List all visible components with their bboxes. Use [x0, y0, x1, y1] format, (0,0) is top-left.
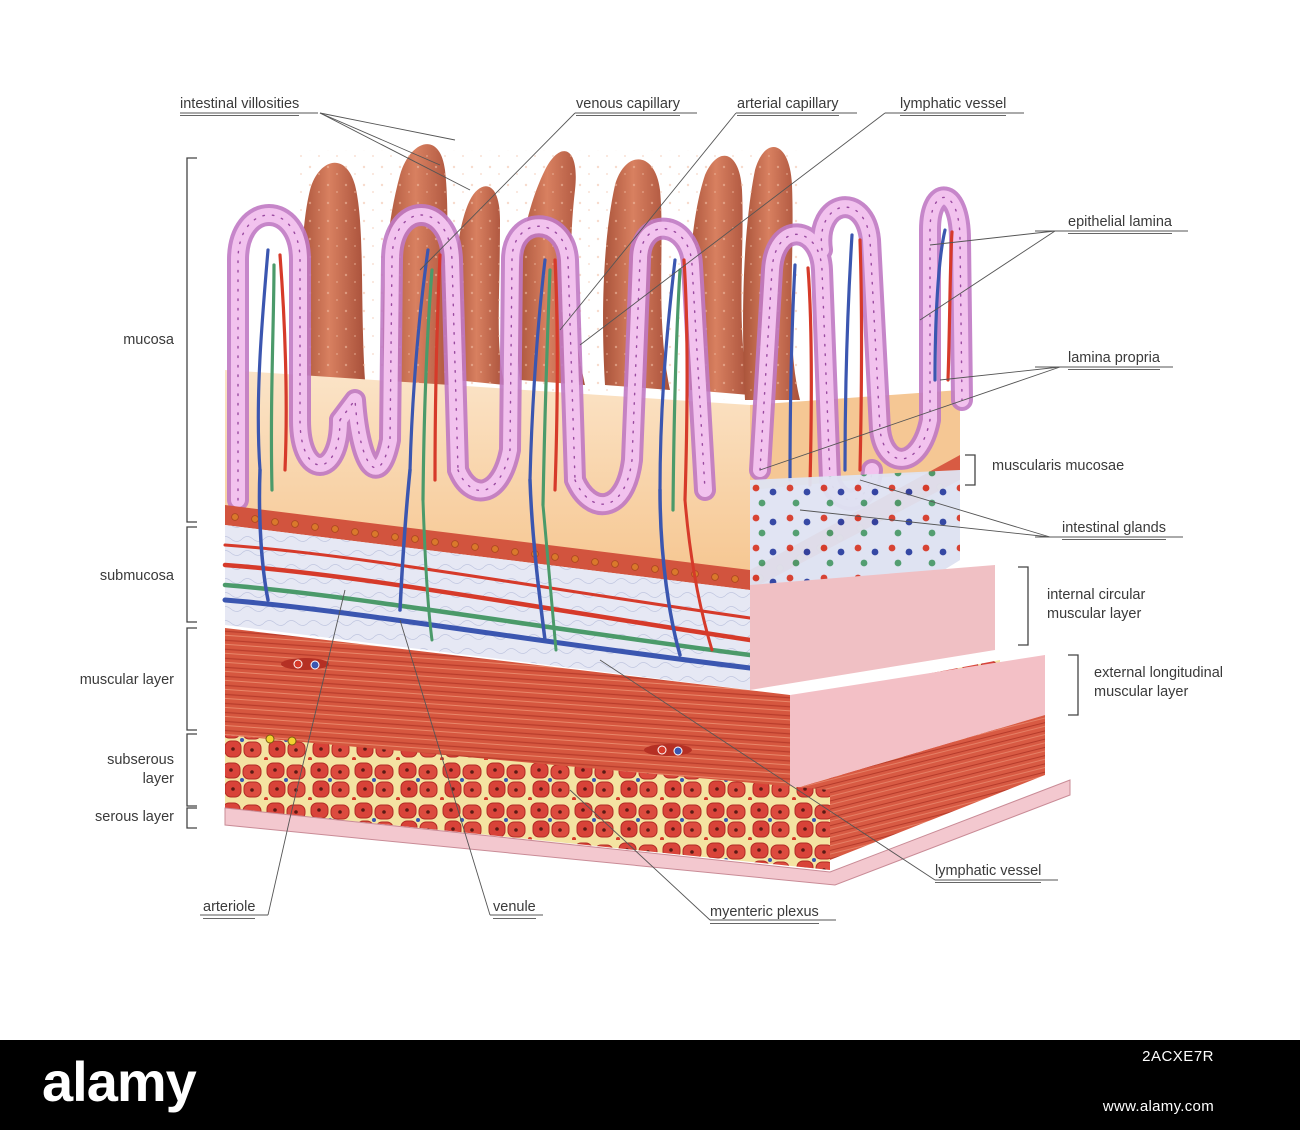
submucosa-vessels: [222, 468, 753, 671]
label-lymphatic-vessel-top: lymphatic vessel: [900, 95, 1007, 116]
label-muscular-layer: muscular layer: [79, 672, 174, 688]
internal-circular-top: [750, 565, 995, 690]
watermark-footer: alamy 2ACXE7R www.alamy.com: [0, 1040, 1300, 1130]
external-longitudinal-top: [790, 655, 1045, 790]
label-submucosa: submucosa: [99, 568, 174, 584]
label-internal-circular-line2: muscular layer: [1047, 606, 1142, 622]
external-longitudinal-side: [790, 715, 1045, 860]
label-venous-capillary: venous capillary: [576, 95, 680, 116]
label-venule: venule: [493, 898, 536, 919]
alamy-logo: alamy: [42, 1050, 197, 1113]
diagram-stage: intestinal villosities venous capillary …: [79, 95, 1223, 924]
label-myenteric-plexus: myenteric plexus: [710, 903, 819, 924]
label-external-longitudinal-line1: external longitudinal: [1094, 665, 1223, 681]
label-subserous-line1: subserous: [107, 752, 174, 768]
label-intestinal-glands: intestinal glands: [1062, 519, 1166, 540]
subserous-layer: [225, 735, 830, 870]
right-brackets: [965, 454, 1079, 716]
label-arteriole: arteriole: [203, 898, 256, 919]
left-brackets: [186, 157, 197, 829]
subserous-yellow-cells: [265, 734, 297, 746]
leader-lines: [180, 112, 1188, 921]
label-mucosa: mucosa: [123, 332, 174, 348]
label-external-longitudinal-line2: muscular layer: [1094, 684, 1189, 700]
label-lymphatic-vessel-bottom: lymphatic vessel: [935, 862, 1042, 883]
muscularis-mucosae-front: [225, 505, 750, 590]
villus-capillaries: [256, 228, 954, 512]
label-lamina-propria: lamina propria: [1068, 349, 1160, 370]
label-serous-layer: serous layer: [95, 809, 174, 825]
label-intestinal-villosities: intestinal villosities: [180, 95, 300, 116]
label-muscularis-mucosae: muscularis mucosae: [992, 458, 1125, 474]
label-arterial-capillary: arterial capillary: [737, 95, 839, 116]
label-epithelial-lamina: epithelial lamina: [1068, 213, 1172, 234]
intestinal-wall-illustration: [180, 112, 1188, 921]
site-url: www.alamy.com: [1102, 1098, 1214, 1115]
label-internal-circular-line1: internal circular: [1047, 587, 1146, 603]
image-id: 2ACXE7R: [1142, 1048, 1214, 1065]
serous-layer: [224, 779, 1071, 886]
label-subserous-line2: layer: [142, 771, 174, 787]
